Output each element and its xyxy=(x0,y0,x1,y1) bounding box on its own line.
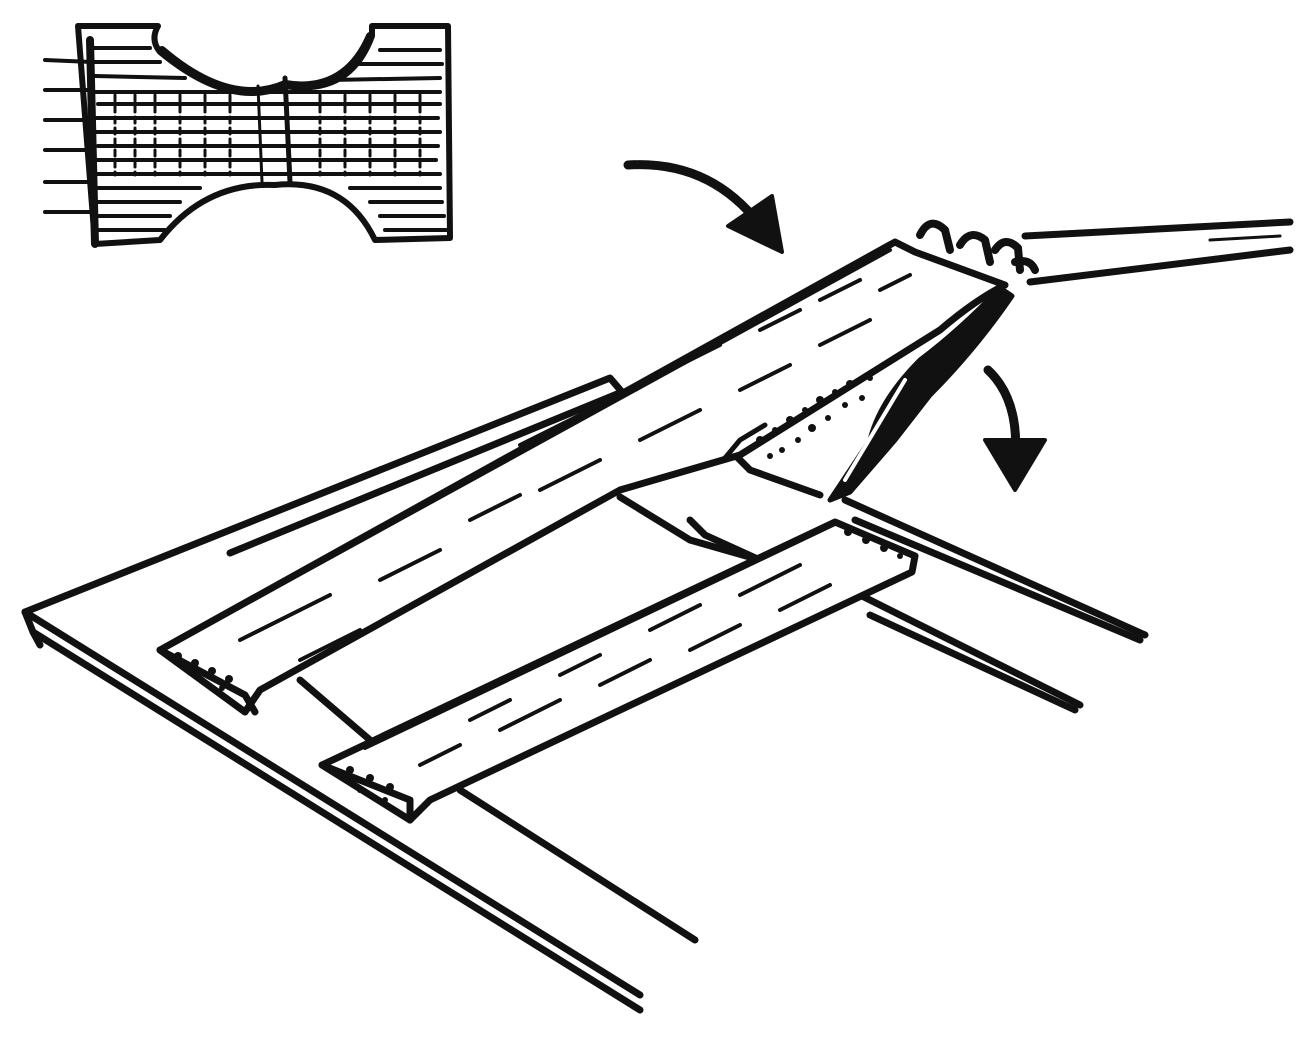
curved-arrow-down-icon xyxy=(623,160,784,254)
lifted-board xyxy=(156,238,1009,716)
debris xyxy=(756,375,873,459)
board-gap xyxy=(722,422,768,461)
cross-board xyxy=(318,518,919,824)
hand-icon xyxy=(827,218,1294,503)
wood-grain-cross-section-icon xyxy=(43,23,453,248)
curved-arrow-down-icon xyxy=(983,365,1047,492)
floor-frame xyxy=(21,374,1149,1014)
